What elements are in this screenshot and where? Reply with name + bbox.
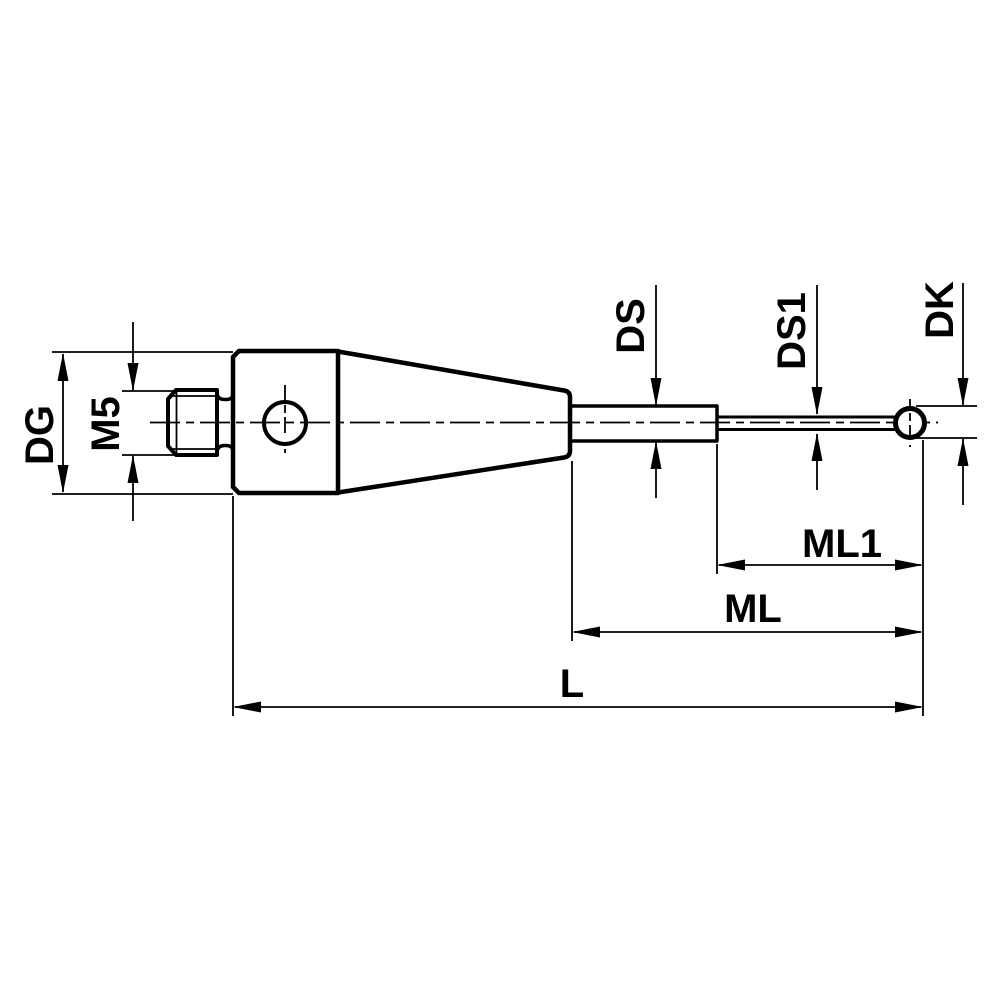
dimension-ml1: ML1 (716, 444, 923, 574)
ds1-arrow-down (811, 387, 823, 415)
dk-arrow-down (957, 378, 969, 406)
stylus-outline (150, 348, 938, 496)
stem-ds-outline (571, 404, 719, 443)
m5-arrow-up (127, 455, 139, 483)
dimension-m5: M5 (84, 322, 180, 521)
ml-arrow-right (895, 626, 923, 638)
ml1-label: ML1 (802, 522, 882, 566)
ds-label: DS (609, 298, 653, 354)
ds1-label: DS1 (770, 292, 814, 370)
ml-arrow-left (572, 626, 600, 638)
body-block-outline (230, 348, 341, 496)
m5-arrow-down (127, 363, 139, 391)
dg-label: DG (18, 405, 62, 465)
dk-label: DK (918, 281, 962, 339)
ds1-arrow-up (811, 433, 823, 461)
ml1-arrow-left (717, 559, 745, 571)
ds-arrow-down (650, 378, 662, 406)
dimension-ds1: DS1 (770, 285, 823, 490)
ml-label: ML (724, 587, 782, 631)
neck-bottom-edge (215, 443, 235, 453)
m5-label: M5 (84, 396, 128, 452)
dg-arrow-up (57, 353, 69, 381)
l-arrow-left (233, 701, 261, 713)
dimension-ml: ML (571, 461, 923, 641)
dimension-ds: DS (609, 285, 662, 498)
l-arrow-right (895, 701, 923, 713)
dimension-dk: DK (916, 281, 977, 505)
dk-arrow-up (957, 438, 969, 466)
dimension-l: L (232, 440, 924, 716)
dg-arrow-down (57, 465, 69, 493)
ds-arrow-up (650, 441, 662, 469)
body-hole (262, 400, 308, 446)
neck-top-edge (215, 392, 235, 402)
dimensions: DG M5 DS DS1 (18, 281, 977, 716)
l-label: L (560, 662, 584, 706)
ml1-arrow-right (895, 559, 923, 571)
dimension-dg: DG (18, 351, 233, 495)
taper-outline (337, 349, 573, 495)
